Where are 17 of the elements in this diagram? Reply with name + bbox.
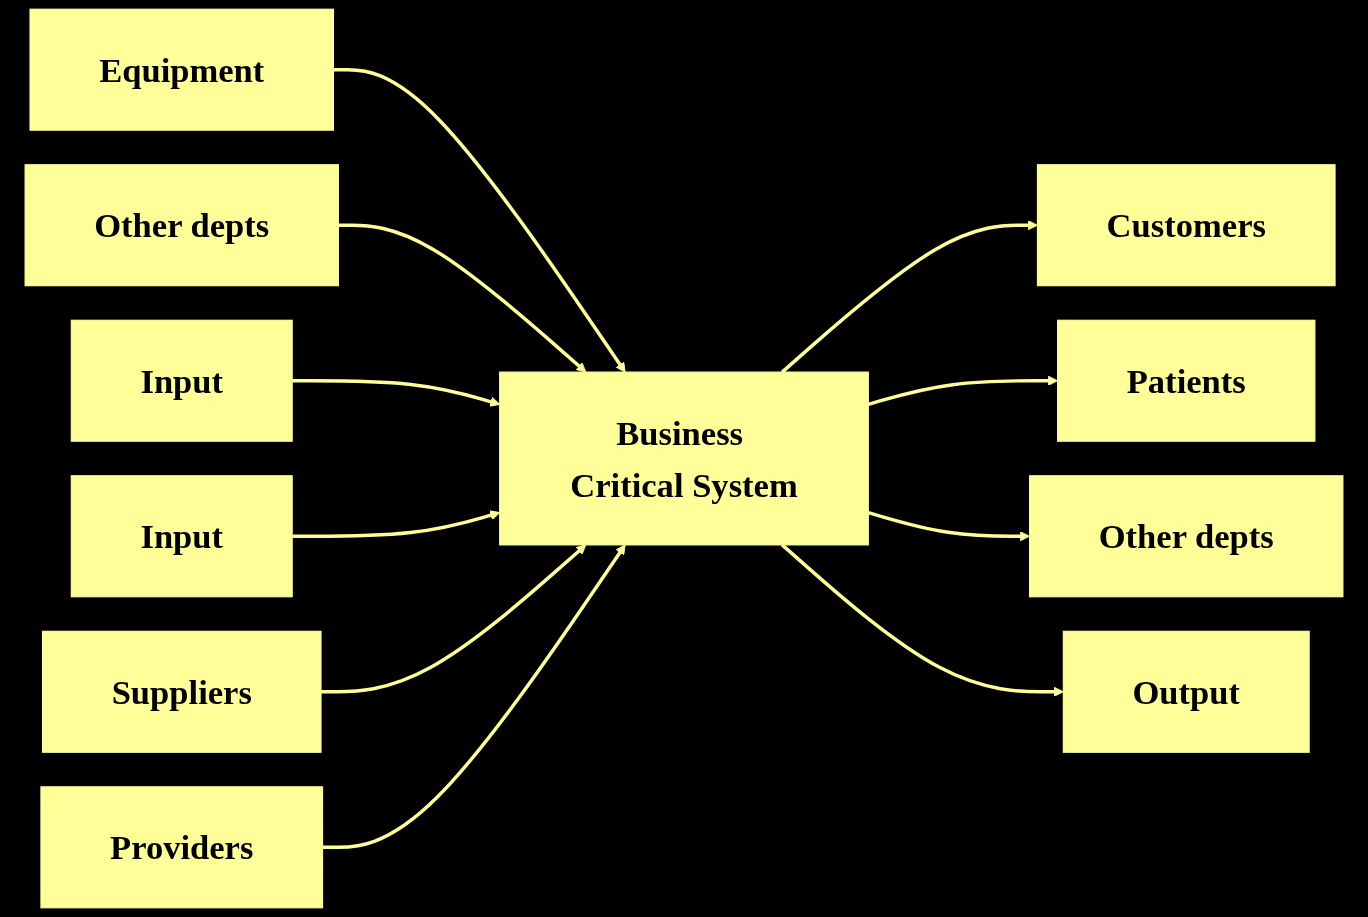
- node-box: Input: [70, 319, 293, 442]
- node-box: Input: [70, 475, 293, 598]
- node-box: Suppliers: [41, 630, 322, 753]
- arrow: [781, 220, 1038, 374]
- node-box: Other depts: [1029, 475, 1344, 598]
- arrow: [338, 223, 587, 373]
- node-box: Other depts: [24, 164, 339, 287]
- arrow: [321, 544, 587, 694]
- arrow: [333, 67, 626, 373]
- node-box: Business Critical System: [499, 371, 869, 546]
- node-box: Output: [1062, 630, 1310, 753]
- node-box: Patients: [1057, 319, 1316, 442]
- node-box: Customers: [1036, 164, 1336, 287]
- arrow: [781, 543, 1064, 697]
- node-box: Equipment: [29, 8, 335, 131]
- arrow: [322, 544, 626, 850]
- node-box: Providers: [40, 786, 324, 909]
